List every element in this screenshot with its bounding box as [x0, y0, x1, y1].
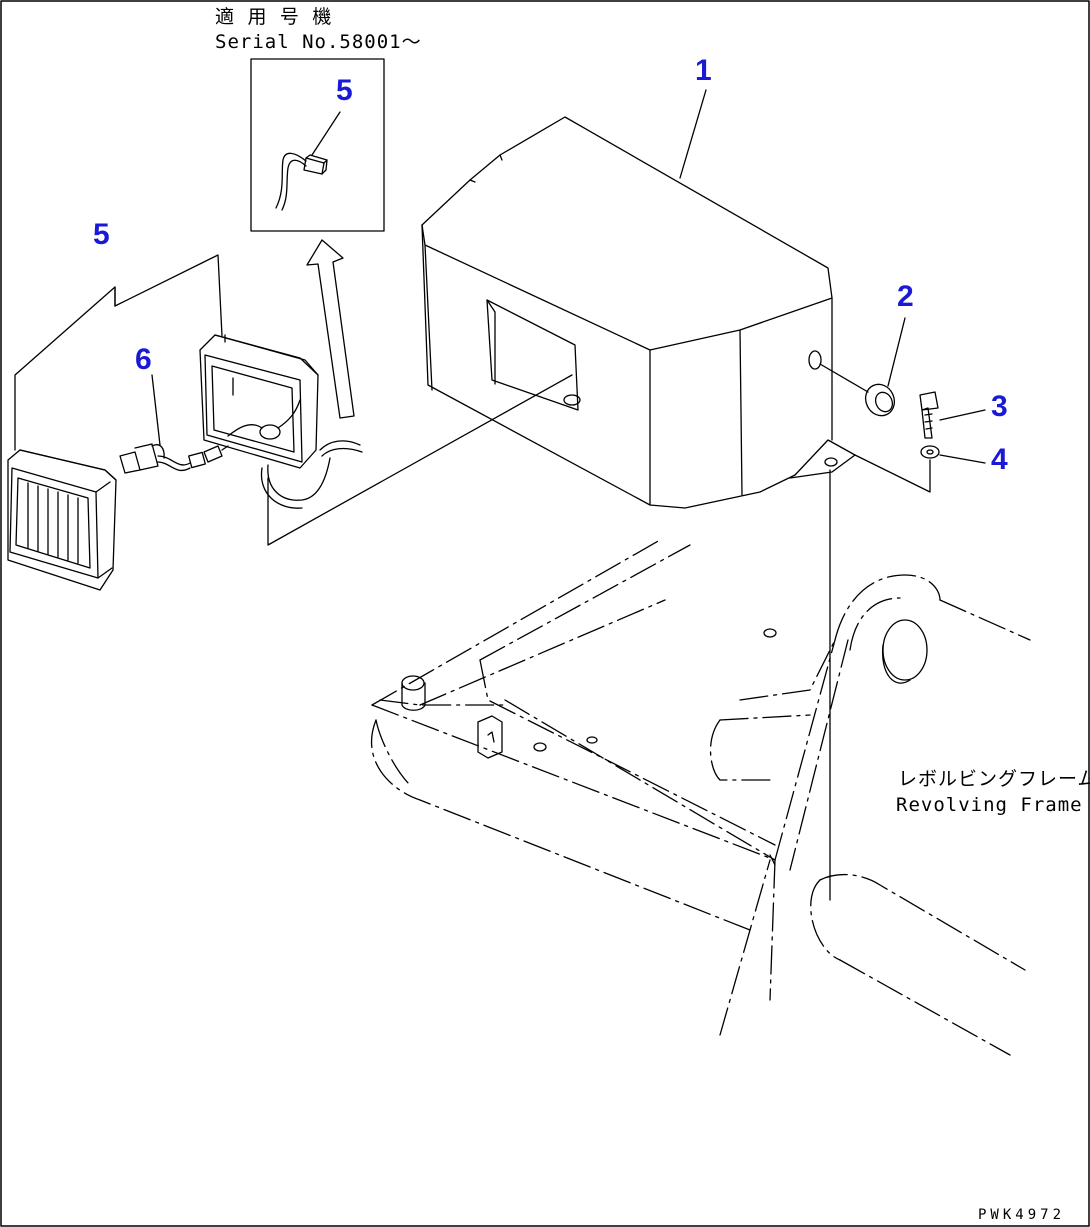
- leader-housing-to-cover: [267, 374, 573, 546]
- callout-part-2: 2: [897, 280, 914, 313]
- frame-label-japanese: レボルビングフレーム: [898, 768, 1090, 790]
- frame-details: [401, 619, 928, 866]
- frame-label-english: Revolving Frame: [896, 794, 1083, 816]
- callout-part-5-main: 5: [93, 218, 110, 251]
- lamp-lens: [7, 449, 117, 591]
- callout-part-1: 1: [695, 54, 712, 87]
- lamp-housing: [199, 334, 319, 469]
- serial-note-english: Serial No.58001～: [215, 31, 422, 53]
- lamp-cover: [421, 89, 856, 509]
- callout-part-3: 3: [991, 390, 1008, 423]
- callout-part-4: 4: [991, 443, 1008, 476]
- leader-5-left: [14, 286, 116, 451]
- revolving-frame: [370, 539, 1031, 1056]
- washer: [854, 445, 986, 493]
- drawing-code: PWK4972: [978, 1207, 1066, 1223]
- upward-arrow: [306, 239, 355, 419]
- bulb-harness: [119, 374, 363, 509]
- callout-part-6: 6: [135, 343, 152, 376]
- grommet: [819, 317, 906, 417]
- leader-5-right: [114, 254, 223, 337]
- callout-part-5-inset: 5: [336, 74, 353, 107]
- inset-box: [250, 58, 385, 232]
- bolt: [919, 391, 986, 439]
- serial-note-japanese: 適 用 号 機: [215, 6, 333, 28]
